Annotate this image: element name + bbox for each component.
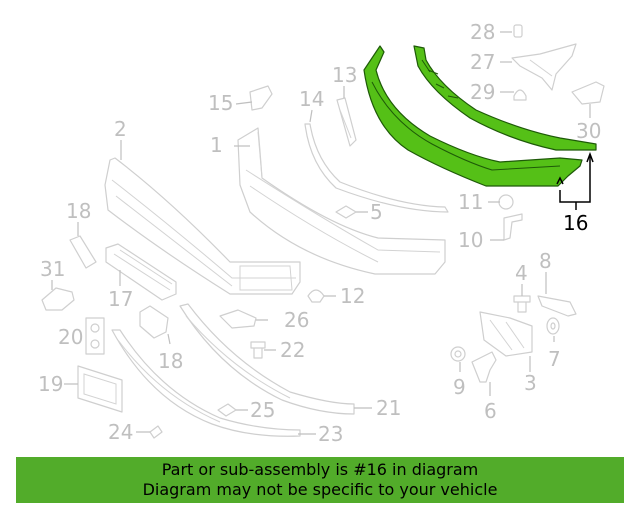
part-12-clip[interactable] [307, 289, 325, 303]
callout-2: 2 [114, 117, 127, 141]
part-11-nut[interactable] [498, 194, 514, 210]
callout-26: 26 [284, 308, 309, 332]
part-8-bracket[interactable] [537, 295, 577, 317]
callout-18-top: 18 [66, 199, 91, 223]
callout-8: 8 [539, 249, 552, 273]
part-14-trim-strip[interactable] [304, 123, 449, 213]
callout-17: 17 [108, 287, 133, 311]
part-19-license-bracket[interactable] [77, 365, 123, 413]
callout-18-lower: 18 [158, 349, 183, 373]
part-4-bolt[interactable] [513, 295, 531, 313]
callout-3: 3 [524, 371, 537, 395]
callout-30: 30 [576, 119, 601, 143]
part-3-mounting-bracket[interactable] [479, 311, 533, 357]
callout-24: 24 [108, 420, 133, 444]
part-1-bumper[interactable] [237, 127, 446, 275]
callout-10: 10 [458, 228, 483, 252]
callout-16: 16 [563, 211, 588, 235]
callout-14: 14 [299, 87, 324, 111]
part-10-bracket[interactable] [503, 213, 523, 241]
part-25-clip[interactable] [217, 403, 237, 417]
part-24-screw[interactable] [149, 425, 163, 439]
banner-line-1: Part or sub-assembly is #16 in diagram [161, 460, 479, 479]
part-23-lower-valance[interactable] [111, 329, 301, 437]
part-21-lower-grille[interactable] [179, 303, 355, 415]
part-16-upper-valance-highlighted[interactable] [363, 45, 597, 187]
part-5-clip[interactable] [335, 205, 357, 219]
part-29-clip[interactable] [513, 89, 527, 101]
callout-28: 28 [470, 20, 495, 44]
callout-29: 29 [470, 80, 495, 104]
part-22-screw[interactable] [250, 341, 266, 359]
callout-12: 12 [340, 284, 365, 308]
callout-21: 21 [376, 396, 401, 420]
callout-23: 23 [318, 422, 343, 446]
callout-11: 11 [458, 190, 483, 214]
part-7-washer[interactable] [546, 317, 560, 335]
callout-19: 19 [38, 372, 63, 396]
callout-20: 20 [58, 325, 83, 349]
part-15-bracket[interactable] [249, 85, 273, 111]
parts-diagram: 2 1 15 14 13 5 18 31 17 20 18 19 24 25 2… [38, 20, 605, 446]
part-13-bracket[interactable] [336, 97, 357, 147]
part-27-bracket[interactable] [511, 43, 577, 91]
callout-15: 15 [208, 91, 233, 115]
part-6-bracket[interactable] [471, 351, 497, 383]
callout-22: 22 [280, 338, 305, 362]
callout-9: 9 [453, 375, 466, 399]
part-26-bracket[interactable] [219, 309, 257, 329]
part-18-top-bracket[interactable] [69, 235, 97, 269]
part-30-side-bracket[interactable] [571, 81, 605, 105]
callout-31: 31 [40, 257, 65, 281]
part-20-fasteners[interactable] [85, 317, 105, 355]
callout-5: 5 [370, 200, 383, 224]
part-2-bumper-beam[interactable] [104, 157, 301, 295]
callout-7: 7 [548, 347, 561, 371]
part-9-nut[interactable] [450, 346, 466, 362]
part-18-lower-cover[interactable] [139, 305, 169, 339]
banner-line-2: Diagram may not be specific to your vehi… [142, 480, 498, 499]
callout-13: 13 [332, 63, 357, 87]
callout-4: 4 [515, 261, 528, 285]
info-banner: Part or sub-assembly is #16 in diagram D… [16, 457, 624, 503]
callout-27: 27 [470, 50, 495, 74]
callout-1: 1 [210, 133, 223, 157]
part-17-grille[interactable] [105, 243, 177, 301]
callout-25: 25 [250, 398, 275, 422]
part-28-plug[interactable] [513, 24, 523, 38]
callout-6: 6 [484, 399, 497, 423]
part-31-bracket[interactable] [41, 287, 75, 311]
